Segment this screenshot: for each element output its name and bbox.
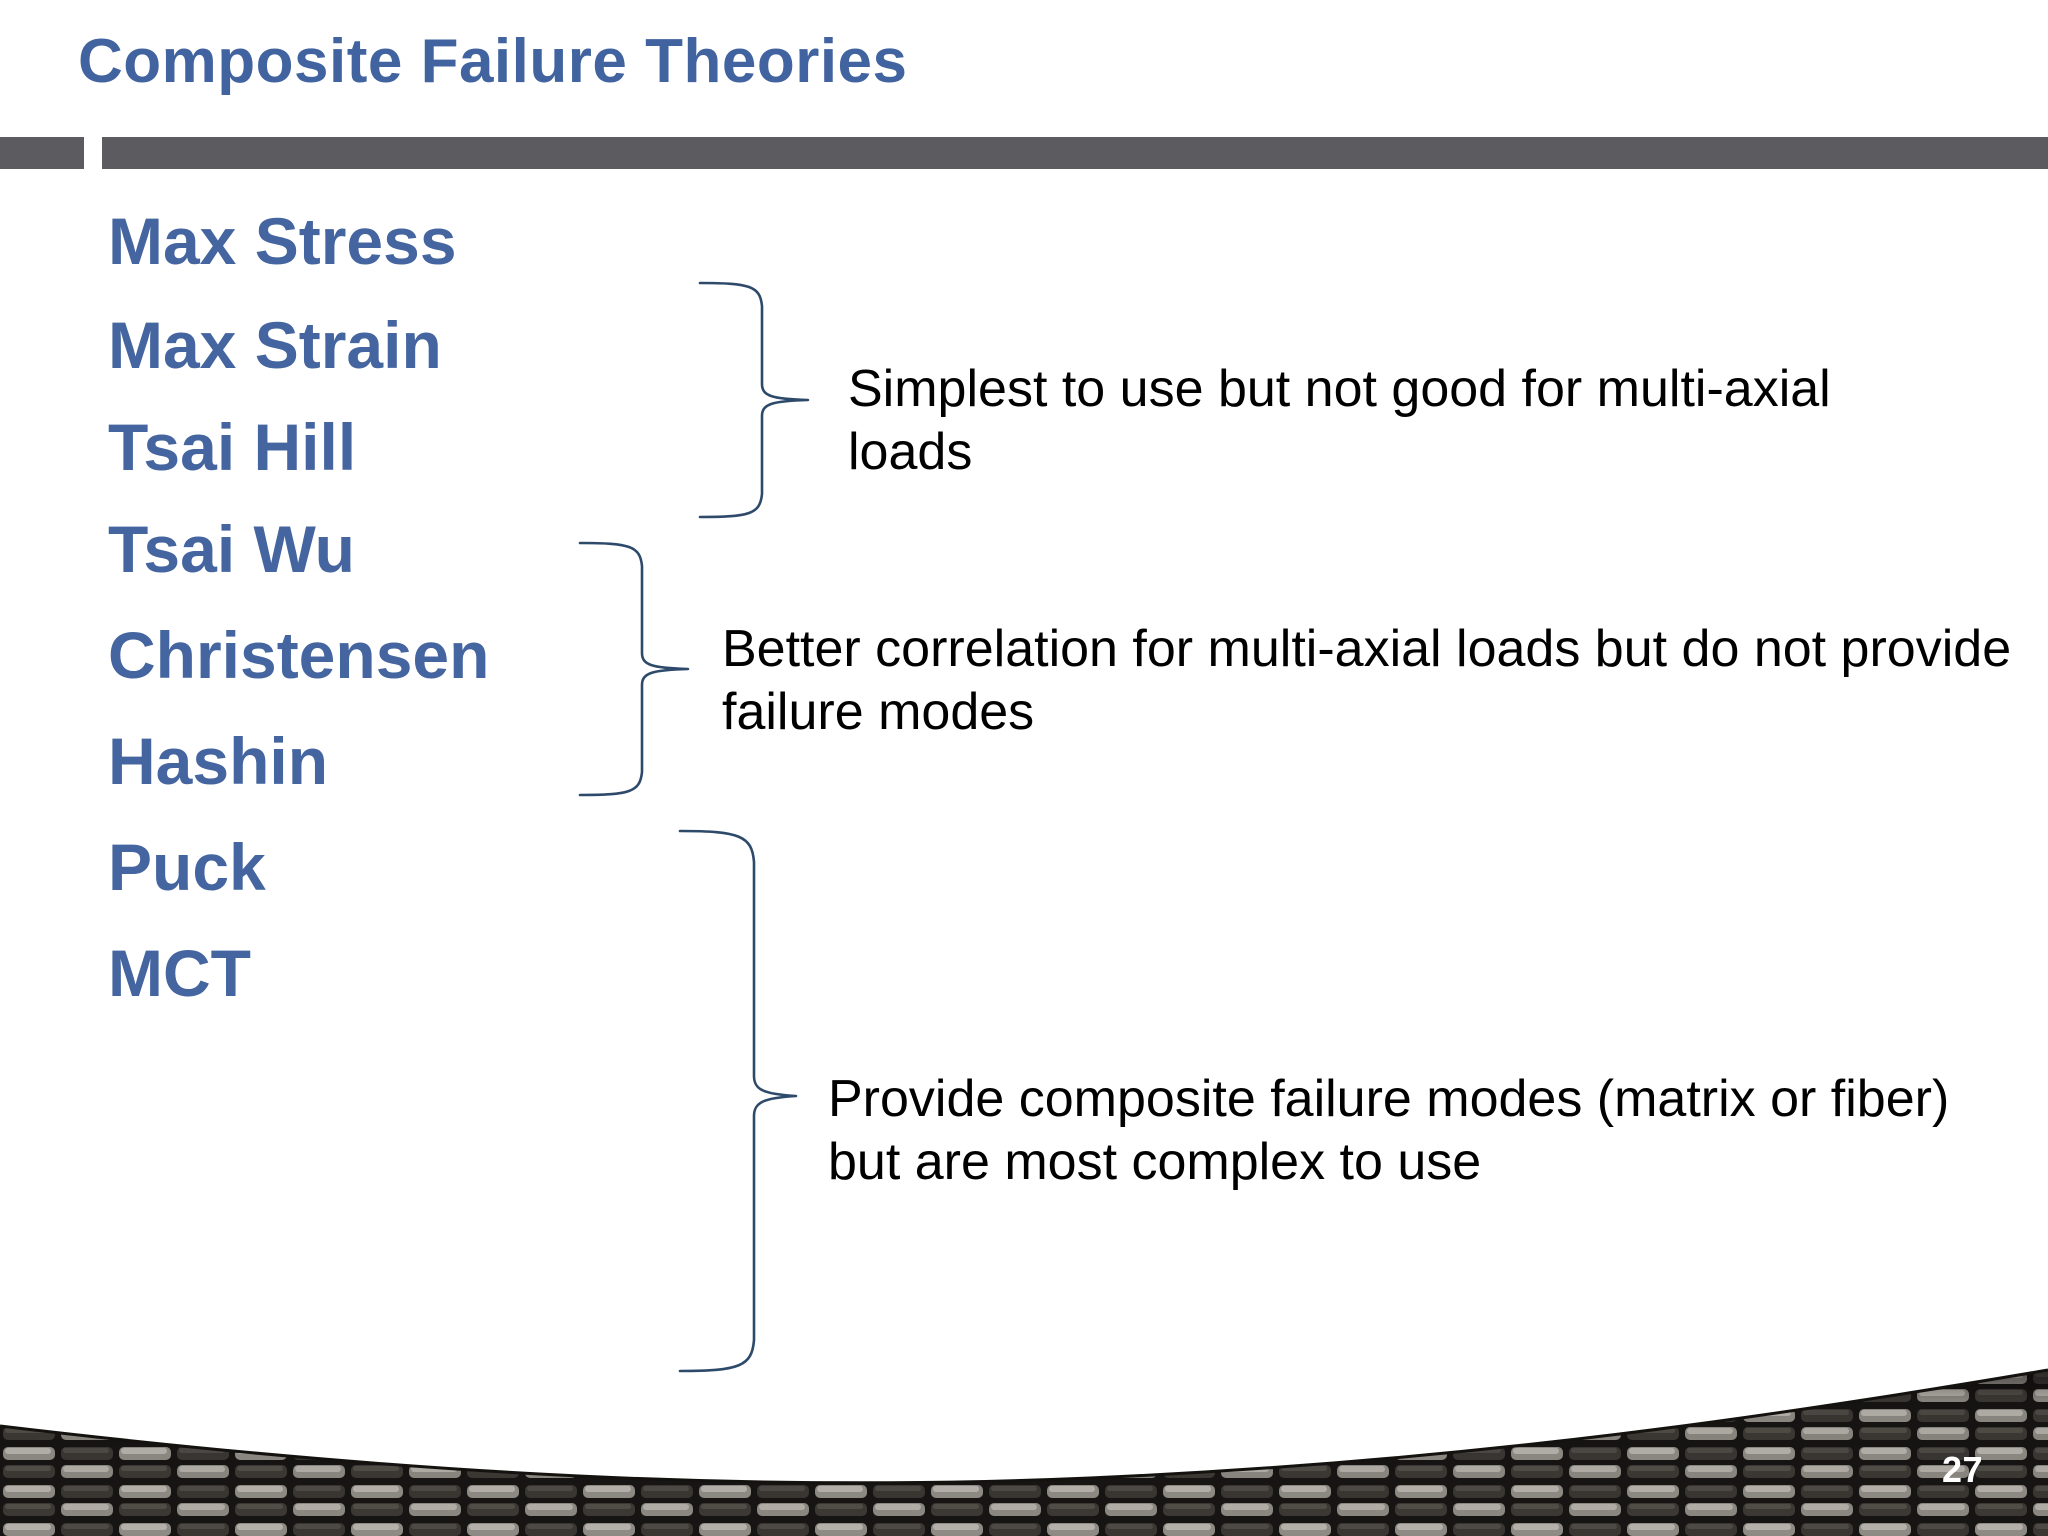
theory-item-max-strain: Max Strain (108, 308, 442, 382)
curly-brace-icon-group-2 (578, 540, 698, 798)
theory-item-hashin: Hashin (108, 724, 329, 798)
header-divider-bar (102, 137, 2048, 169)
curly-brace-icon-group-1 (698, 280, 818, 520)
description-group-3: Provide composite failure modes (matrix … (828, 1070, 1950, 1192)
theory-list: Max Stress Max Strain Tsai Hill Tsai Wu … (108, 196, 828, 1006)
description-group-1: Simplest to use but not good for multi-a… (848, 360, 1831, 482)
theory-item-mct: MCT (108, 936, 251, 1010)
header-divider-stub (0, 137, 84, 169)
curly-brace-icon-group-3 (678, 828, 798, 1374)
theory-item-puck: Puck (108, 830, 266, 904)
page-number: 27 (1942, 1449, 1984, 1490)
theory-item-tsai-hill: Tsai Hill (108, 410, 357, 484)
description-group-2: Better correlation for multi-axial loads… (722, 620, 2012, 742)
page-title: Composite Failure Theories (78, 27, 908, 96)
theory-item-christensen: Christensen (108, 618, 490, 692)
theory-item-tsai-wu: Tsai Wu (108, 512, 355, 586)
theory-item-max-stress: Max Stress (108, 204, 457, 278)
